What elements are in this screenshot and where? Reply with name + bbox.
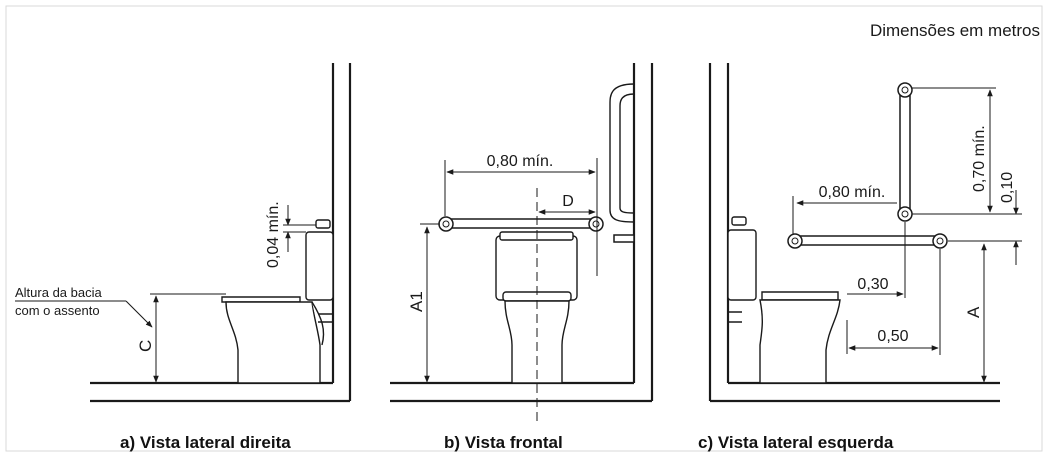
view-a-right-side: 0,04 mín. C Altura da bacia com o assent… xyxy=(15,63,352,452)
caption-c: c) Vista lateral esquerda xyxy=(698,433,894,452)
vertical-grab-bar-b xyxy=(609,83,635,243)
view-b-front: 0,80 mín. D A1 b) Vista frontal xyxy=(390,63,654,452)
vertical-grab-bar-c xyxy=(897,82,913,222)
frame-border xyxy=(5,5,1043,452)
dim-bar-width-b: 0,80 mín. xyxy=(487,153,554,170)
view-c-left-side: 0,80 mín. 0,70 mín. 0,10 A 0,30 0,50 c) … xyxy=(698,63,1022,452)
toilet-side-c xyxy=(727,216,841,384)
dim-height-c: C xyxy=(136,340,155,352)
dim-depth-2: 0,50 xyxy=(877,328,908,345)
seat-label-line2: com o assento xyxy=(15,303,100,318)
dim-height-a1: A1 xyxy=(407,291,426,312)
dim-spacing-c: 0,10 xyxy=(999,172,1016,203)
dim-offset-d: D xyxy=(562,193,574,210)
caption-b: b) Vista frontal xyxy=(444,433,563,452)
dim-vertical-bar-c: 0,70 mín. xyxy=(971,125,988,192)
units-note: Dimensões em metros xyxy=(870,21,1040,40)
dim-bar-width-c: 0,80 mín. xyxy=(819,184,886,201)
dim-depth-1: 0,30 xyxy=(857,276,888,293)
caption-a: a) Vista lateral direita xyxy=(120,433,291,452)
dim-gap-a: 0,04 mín. xyxy=(265,201,282,268)
toilet-side-a xyxy=(221,219,334,384)
seat-label-line1: Altura da bacia xyxy=(15,285,102,300)
horizontal-grab-bar-b xyxy=(438,216,604,232)
dim-height-a: A xyxy=(964,306,983,318)
horizontal-grab-bar-c xyxy=(787,233,948,249)
